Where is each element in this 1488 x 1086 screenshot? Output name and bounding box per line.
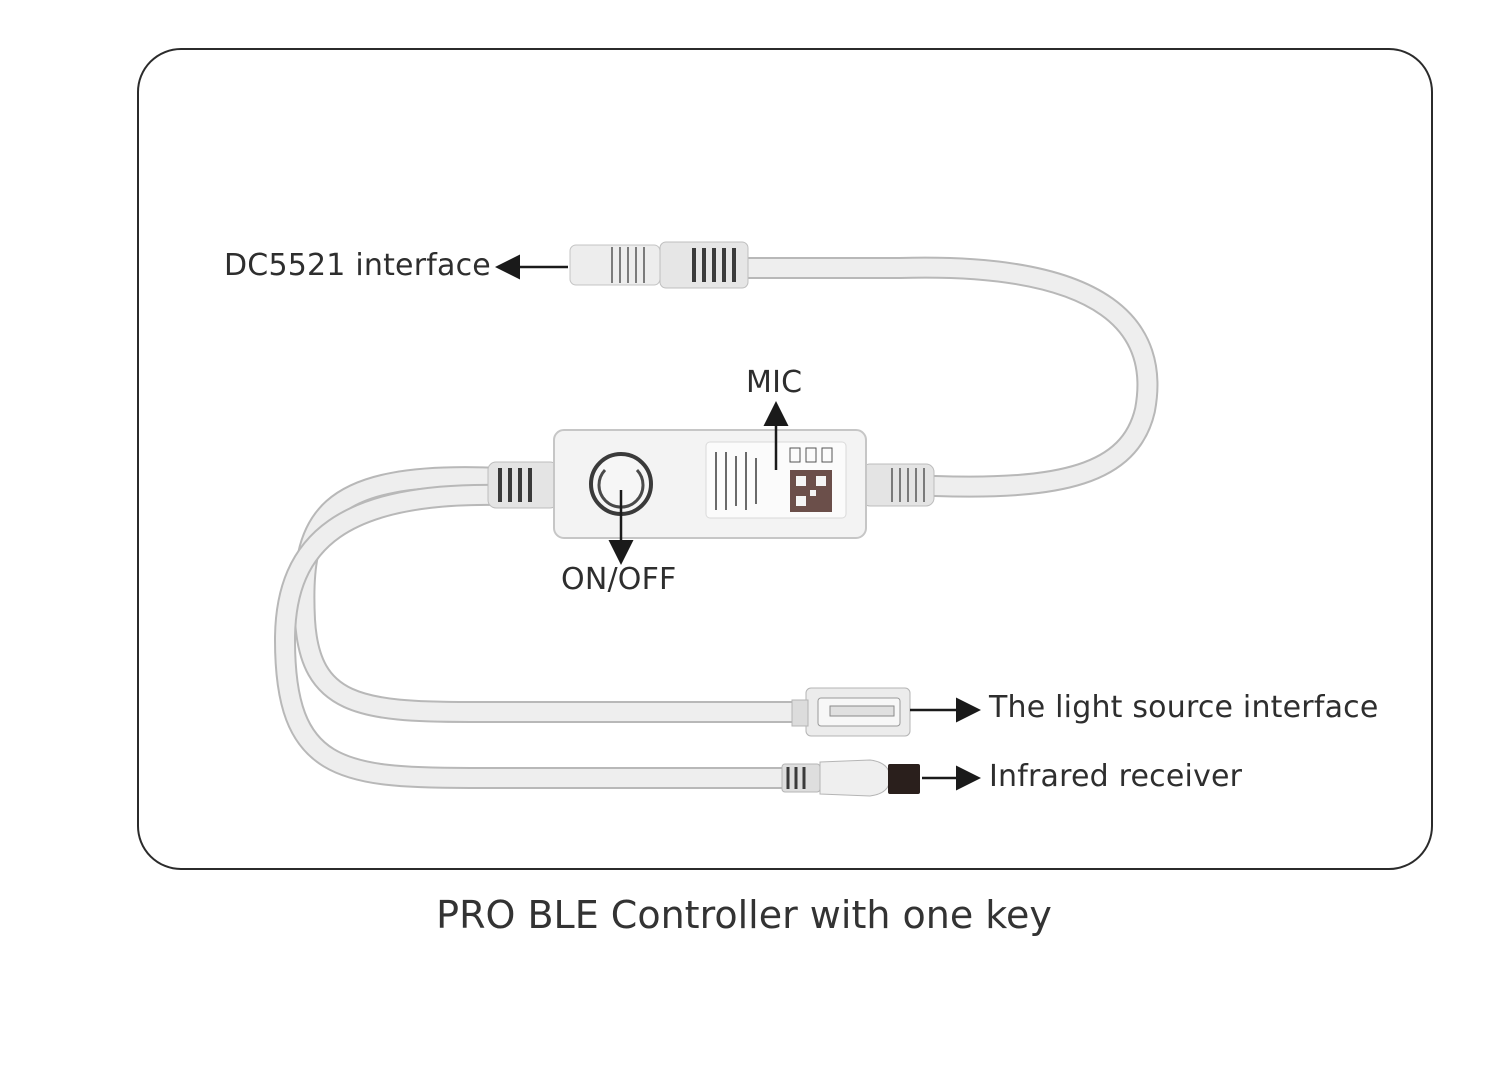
label-on-off: ON/OFF	[561, 562, 677, 597]
label-light-source-interface: The light source interface	[989, 690, 1379, 725]
dc-cable	[729, 256, 1159, 498]
strain-reliefs	[487, 461, 935, 509]
infrared-receiver-connector	[781, 759, 920, 797]
label-infrared-receiver: Infrared receiver	[989, 759, 1243, 794]
ir-sensor-head	[888, 764, 920, 794]
output-cables	[273, 466, 831, 789]
figure-caption: PRO BLE Controller with one key	[436, 893, 1052, 937]
dc5521-plug	[569, 241, 749, 289]
callout-arrows	[495, 254, 981, 791]
label-mic: MIC	[746, 365, 803, 400]
diagram-frame	[137, 48, 1433, 870]
label-dc5521-interface: DC5521 interface	[224, 248, 491, 283]
light-source-connector	[791, 687, 911, 737]
